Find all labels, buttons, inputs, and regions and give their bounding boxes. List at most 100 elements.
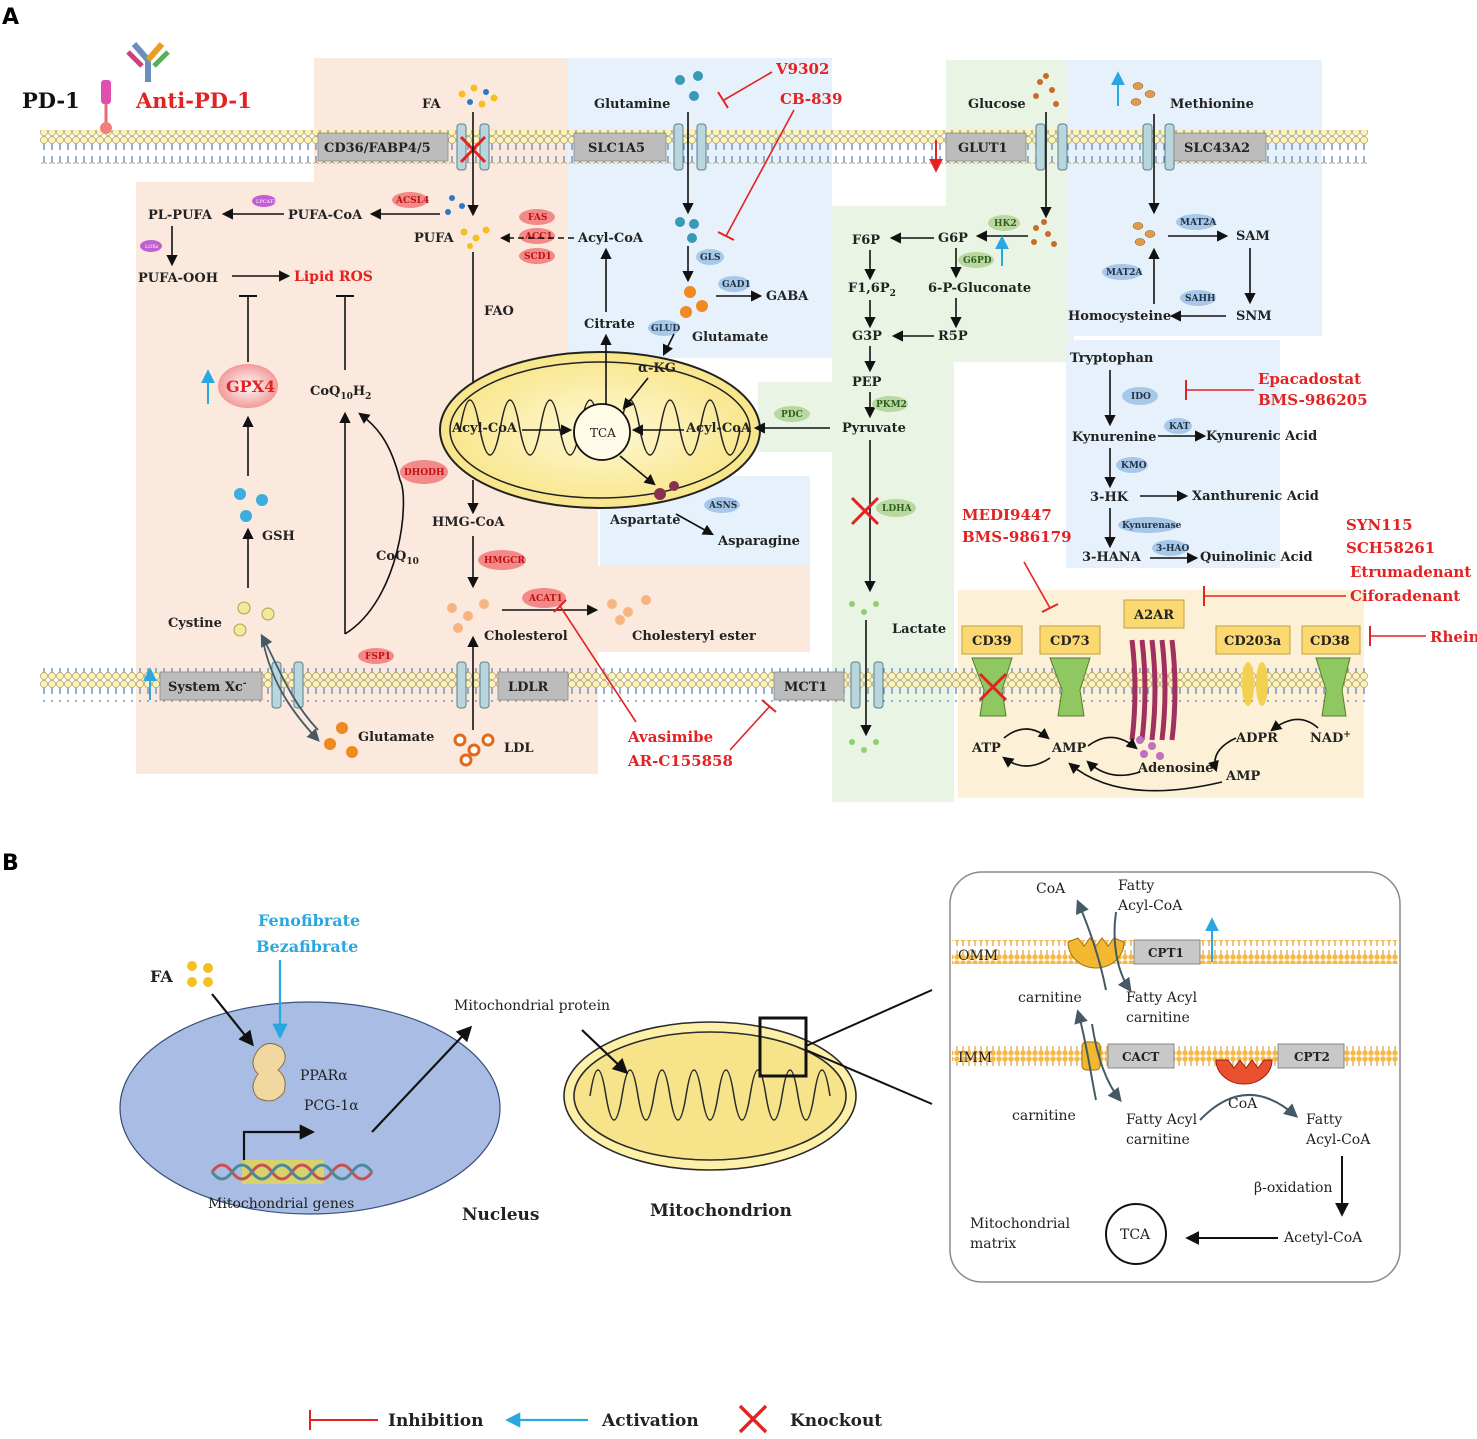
pl-pufa-label: PL-PUFA [148, 208, 213, 223]
f16p2-label: F1,6P2 [848, 281, 896, 299]
acyl-coa-mito2-label: Acyl-CoA [685, 421, 752, 436]
adenosine-amp-arrow [1086, 760, 1141, 777]
system-xc-in-arrow [260, 633, 319, 731]
arc155858-label: AR-C155858 [627, 752, 733, 770]
fsp1-enzyme [358, 648, 394, 664]
fatty-acyl-coa-bot-1: Fatty [1306, 1112, 1342, 1128]
cd39-label: CD39 [972, 634, 1012, 649]
lipid-ros-label: Lipid ROS [294, 269, 373, 285]
aspartate-dot-1 [654, 488, 666, 500]
fsp1-label: FSP1 [365, 652, 391, 662]
nad-adpr-arrow [1270, 718, 1319, 732]
cb839-inhibition [725, 109, 795, 237]
avasimibe-label: Avasimibe [627, 728, 713, 746]
aspartate-dot-2 [669, 481, 679, 491]
glucose-label: Glucose [968, 97, 1026, 112]
fa-to-ppar-arrow [211, 993, 254, 1047]
amp-adenosine-arrow [1087, 736, 1138, 750]
acat1-label: ACAT1 [528, 594, 563, 604]
system-xc-out-arrow [261, 635, 320, 742]
fenofibrate-label: Fenofibrate [258, 911, 360, 930]
medi9447-bar [1041, 603, 1059, 613]
gad1-label: GAD1 [722, 280, 751, 290]
pufa-coa-label: PUFA-CoA [288, 208, 363, 223]
fatty-acyl-carn-1a: Fatty Acyl [1126, 990, 1198, 1006]
bezafibrate-label: Bezafibrate [256, 937, 358, 956]
pgc1a-label: PCG-1α [304, 1098, 359, 1114]
mito-protein-to-mito-arrow [581, 1029, 629, 1075]
quinolinic-label: Quinolinic Acid [1200, 550, 1313, 565]
ciforadenant-label: Ciforadenant [1350, 587, 1460, 605]
xanthurenic-label: Xanthurenic Acid [1192, 489, 1319, 504]
sam-label: SAM [1236, 229, 1270, 244]
asns-label: ASNS [708, 501, 737, 511]
amp2-amp1-arrow [1068, 762, 1223, 792]
amp2-label: AMP [1225, 769, 1260, 784]
coa-out-arrow [1075, 899, 1107, 991]
avasimibe-bar [553, 599, 567, 613]
g3p-label: G3P [852, 329, 882, 344]
glutamine-label: Glutamine [594, 97, 670, 112]
pdc-label: PDC [781, 410, 803, 420]
3hk-label: 3-HK [1090, 490, 1129, 505]
avasimibe-inhibition-line [559, 605, 637, 723]
carnitine-out-arrow [1074, 1009, 1097, 1101]
ldl-label: LDL [504, 741, 534, 756]
cd73-receptor [1049, 657, 1091, 717]
cpt1-box [1133, 939, 1201, 965]
lpcat3-enzyme [252, 195, 276, 207]
coa-mid-label: CoA [1228, 1096, 1258, 1112]
cpt2-reaction-arrow [1199, 1094, 1299, 1121]
gpx4-enzyme [218, 364, 278, 408]
epacadostat-label: Epacadostat [1258, 370, 1361, 388]
asparagine-label: Asparagine [717, 534, 800, 549]
glutamate-in-label: Glutamate [692, 330, 768, 345]
mat2a-2-enzyme [1102, 264, 1142, 280]
a2ar-receptor [1129, 639, 1178, 741]
tryptophan-label: Tryptophan [1070, 351, 1154, 366]
cholesteryl-ester-label: Cholesteryl ester [632, 629, 756, 644]
adenosine-label: Adenosine [1137, 761, 1214, 776]
lactate-label: Lactate [892, 622, 946, 637]
lactate-dots [849, 601, 879, 753]
bms986179-label: BMS-986179 [962, 528, 1072, 546]
sahh-enzyme [1180, 290, 1216, 306]
ido-enzyme [1122, 387, 1158, 405]
fatty-acyl-coa-bot-2: Acyl-CoA [1305, 1132, 1371, 1148]
adpr-label: ADPR [1235, 731, 1278, 746]
g6pd-label: G6PD [963, 256, 992, 266]
arc155858-inhibition-line [729, 705, 771, 751]
snm-label: SNM [1236, 309, 1272, 324]
glutamate-in-dots [680, 286, 708, 318]
acsl4-label: ACSL4 [395, 196, 429, 206]
ldha-knockout-icon [850, 496, 880, 526]
kynurenine-label: Kynurenine [1072, 430, 1156, 445]
omm-label: OMM [958, 948, 998, 964]
cpt2-enzyme [1215, 1059, 1273, 1085]
pufa-label: PUFA [414, 231, 455, 246]
ldl-dots [453, 733, 495, 767]
coq10-label: CoQ10 [376, 549, 419, 567]
cd36-label: CD36/FABP4/5 [324, 141, 431, 156]
acsl4-enzyme [392, 192, 428, 208]
slc1a5-label: SLC1A5 [588, 141, 645, 156]
gsh-dots [234, 488, 268, 522]
gluconate-label: 6-P-Gluconate [928, 281, 1031, 296]
g6p-label: G6P [938, 231, 968, 246]
asns-enzyme [704, 497, 740, 513]
kynurenase-enzyme [1118, 517, 1178, 533]
cholesterol-dots [447, 599, 489, 633]
fatty-acyl-coa-top-1: Fatty [1118, 878, 1154, 894]
imm-label: IMM [958, 1050, 992, 1066]
lox-enzyme [140, 240, 162, 252]
atp-label: ATP [971, 741, 1001, 756]
legend-knockout-icon [738, 1404, 768, 1434]
pep-label: PEP [852, 375, 882, 390]
mitochondrion-b [563, 1021, 857, 1171]
gad1-enzyme [718, 276, 750, 292]
gls-label: GLS [700, 253, 721, 263]
zoom-panel [949, 871, 1401, 1283]
legend-inhibition-label: Inhibition [388, 1411, 483, 1431]
cact-label: CACT [1122, 1050, 1159, 1064]
sch58261-label: SCH58261 [1346, 539, 1435, 557]
